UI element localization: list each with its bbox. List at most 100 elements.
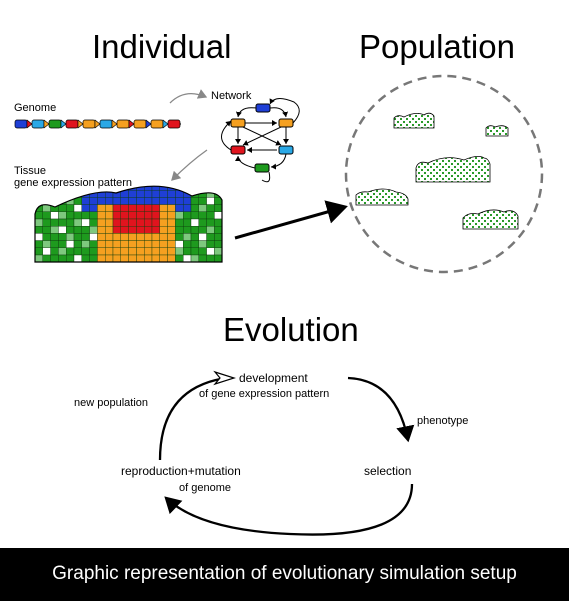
tissue-cell	[151, 247, 161, 256]
tissue-cell	[42, 254, 51, 262]
tissue-cell	[81, 197, 90, 205]
tissue-cell	[97, 197, 106, 205]
tissue-cell	[167, 254, 176, 262]
population-circle	[344, 74, 544, 274]
tissue-cell	[81, 204, 90, 213]
tissue-cell	[104, 225, 114, 234]
tissue-cell	[206, 240, 215, 249]
tissue-cell	[58, 247, 67, 256]
tissue-cell	[73, 218, 83, 227]
individual-4	[355, 188, 409, 206]
tissue-cell	[104, 240, 114, 249]
tissue-cell	[198, 197, 207, 205]
label-tissue: Tissue	[14, 165, 46, 177]
caption-text: Graphic representation of evolutionary s…	[52, 563, 517, 584]
tissue-cell	[120, 211, 129, 220]
tissue-cell	[65, 225, 75, 234]
tissue-cell	[120, 197, 129, 205]
tissue-cell	[206, 204, 215, 213]
genome-gene	[116, 119, 130, 129]
tissue-cell	[206, 186, 215, 191]
genome-gene	[14, 119, 28, 129]
tissue-cell	[159, 254, 168, 262]
tissue-cell	[182, 197, 192, 205]
tissue-cell	[159, 225, 168, 234]
tissue-cell	[35, 189, 44, 198]
tissue-cell	[58, 240, 67, 249]
tissue-cell	[81, 240, 90, 249]
tissue-cell	[89, 254, 98, 262]
tissue-cell	[175, 218, 184, 227]
tissue-cell	[112, 254, 122, 262]
tissue-cell	[143, 233, 153, 241]
genome-regulatory-site	[128, 119, 135, 129]
tissue-cell	[89, 197, 98, 205]
tissue-cell	[214, 233, 222, 241]
tissue-cell	[58, 204, 67, 213]
tissue-cell	[159, 204, 168, 213]
tissue-cell	[143, 254, 153, 262]
tissue-cell	[143, 247, 153, 256]
tissue-cell	[175, 211, 184, 220]
genome-gene	[48, 119, 62, 129]
tissue-cell	[81, 218, 90, 227]
heading-population: Population	[359, 28, 515, 65]
tissue-cell	[198, 247, 207, 256]
tissue-cell	[190, 211, 200, 220]
tissue-cell	[120, 225, 129, 234]
tissue-cell	[73, 225, 83, 234]
tissue-cell	[182, 218, 192, 227]
tissue-cell	[128, 197, 137, 205]
tissue-cell	[35, 254, 44, 262]
tissue-cell	[198, 240, 207, 249]
open-arrowhead	[213, 370, 236, 386]
individual-3	[415, 156, 491, 183]
tissue-cell	[136, 211, 145, 220]
tissue-cell	[175, 254, 184, 262]
tissue-cell	[73, 254, 83, 262]
tissue-cell	[136, 254, 145, 262]
tissue-cell	[97, 254, 106, 262]
tissue-cell	[120, 254, 129, 262]
tissue-cell	[206, 218, 215, 227]
tissue-cell	[89, 247, 98, 256]
tissue-cell	[42, 189, 51, 198]
tissue-cell	[81, 211, 90, 220]
tissue-cell	[151, 218, 161, 227]
tissue-cell	[89, 211, 98, 220]
tissue-cell	[97, 218, 106, 227]
genome-regulatory-site	[111, 119, 118, 129]
tissue-cell	[42, 240, 51, 249]
cycle-selection: selection	[364, 464, 412, 478]
tissue-cell	[182, 254, 192, 262]
tissue-expression-pattern	[34, 185, 223, 263]
tissue-cell	[143, 225, 153, 234]
tissue-cell	[182, 247, 192, 256]
caption-bar: Graphic representation of evolutionary s…	[0, 548, 569, 601]
cycle-reproduction-sub: of genome	[179, 482, 231, 494]
tissue-cell	[35, 247, 44, 256]
tissue-cell	[214, 247, 222, 256]
tissue-cell	[182, 233, 192, 241]
genome-strip	[14, 119, 181, 129]
tissue-cell	[214, 254, 222, 262]
tissue-cell	[50, 197, 59, 205]
tissue-cell	[50, 254, 59, 262]
tissue-cell	[50, 189, 59, 198]
tissue-cell	[112, 247, 122, 256]
tissue-cell	[120, 204, 129, 213]
tissue-cell	[206, 197, 215, 205]
tissue-cell	[97, 211, 106, 220]
tissue-cell	[89, 218, 98, 227]
genome-gene	[133, 119, 147, 129]
genome-regulatory-site	[60, 119, 67, 129]
tissue-cell	[190, 254, 200, 262]
genome-gene	[150, 119, 164, 129]
tissue-to-population-arrow	[234, 200, 348, 240]
tissue-cell	[50, 211, 59, 220]
tissue-cell	[198, 233, 207, 241]
genome-regulatory-site	[77, 119, 84, 129]
tissue-cell	[136, 197, 145, 205]
tissue-cell	[120, 233, 129, 241]
tissue-cell	[136, 189, 145, 198]
